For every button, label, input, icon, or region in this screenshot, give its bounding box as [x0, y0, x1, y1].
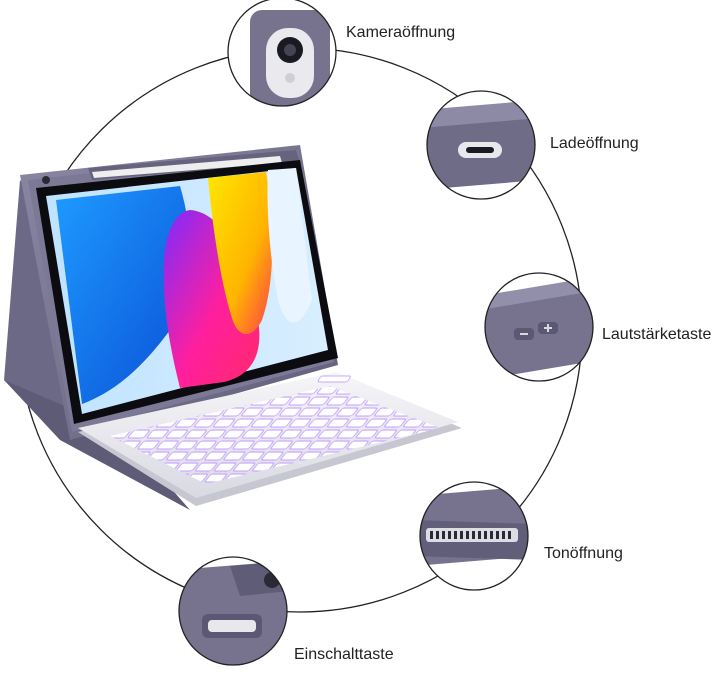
callout-speaker	[419, 481, 529, 591]
callout-power	[178, 556, 288, 666]
callout-volume	[484, 272, 594, 382]
callout-label-charging: Ladeöffnung	[550, 135, 639, 152]
callout-label-speaker: Tonöffnung	[544, 545, 623, 562]
keyboard	[78, 372, 462, 506]
callout-camera	[227, 0, 337, 107]
callout-label-camera: Kameraöffnung	[346, 24, 456, 41]
callout-label-volume: Lautstärketaste	[602, 326, 712, 343]
callout-label-power: Einschalttaste	[294, 646, 394, 663]
volume-button-icon	[514, 322, 558, 340]
callout-charging	[426, 90, 536, 200]
tablet	[20, 145, 338, 440]
speaker-grille-icon	[426, 528, 518, 542]
